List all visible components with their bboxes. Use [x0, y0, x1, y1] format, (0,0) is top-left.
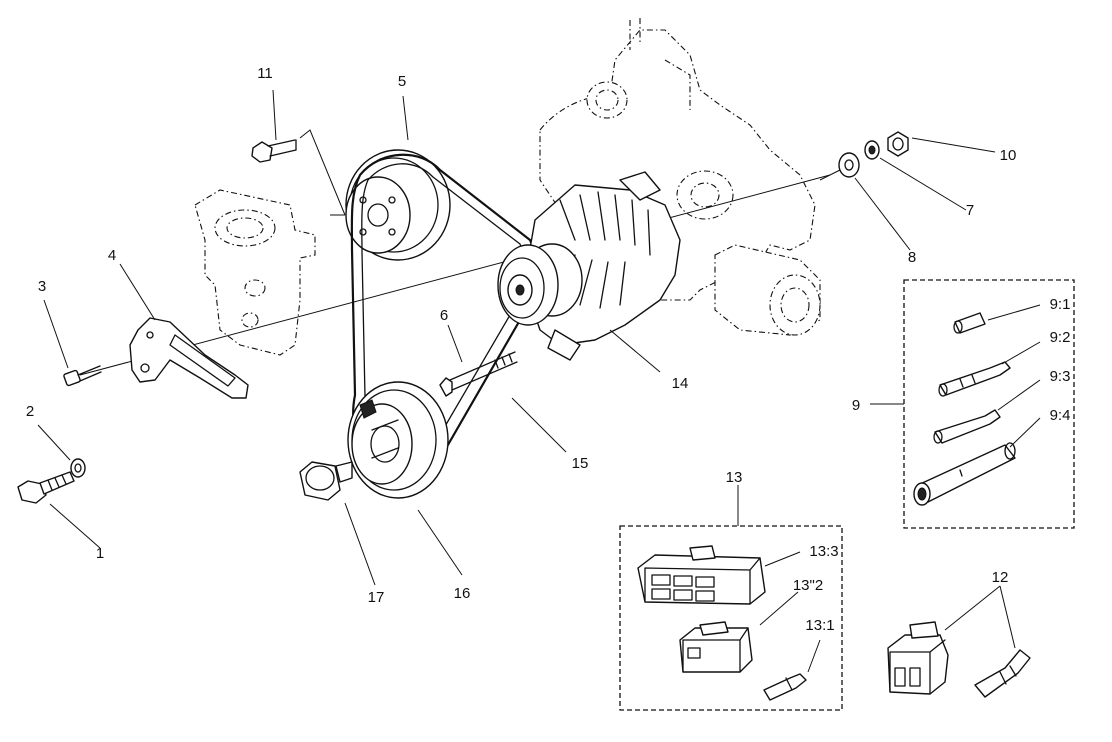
- label-9: 9: [852, 397, 860, 414]
- bolt-11-axis-line: [299, 129, 346, 216]
- label-1: 1: [96, 545, 104, 562]
- label-16: 16: [454, 585, 471, 602]
- washer-2: [70, 458, 86, 478]
- label-3: 3: [38, 278, 46, 295]
- label-6: 6: [440, 307, 448, 324]
- label-12: 12: [992, 569, 1009, 586]
- label-13-2: 13"2: [793, 577, 823, 594]
- label-13-3: 13:3: [809, 543, 838, 560]
- label-10: 10: [1000, 147, 1017, 164]
- connector-13-3: [637, 545, 766, 605]
- label-13: 13: [726, 469, 743, 486]
- flat-washer-8: [838, 152, 860, 178]
- oil-filter-phantom: [714, 244, 821, 336]
- label-9-4: 9:4: [1050, 407, 1071, 424]
- label-14: 14: [672, 375, 689, 392]
- spring-washer-7: [864, 140, 880, 160]
- label-17: 17: [368, 589, 385, 606]
- label-9-3: 9:3: [1050, 368, 1071, 385]
- bolt-11: [251, 139, 297, 163]
- label-13-1: 13:1: [805, 617, 834, 634]
- assembly-axis-line: [79, 174, 831, 376]
- nut-10: [887, 131, 909, 157]
- label-9-2: 9:2: [1050, 329, 1071, 346]
- sleeve-9-4: [913, 442, 1016, 506]
- long-bolt: [439, 351, 518, 397]
- label-4: 4: [108, 247, 116, 264]
- label-7: 7: [966, 202, 974, 219]
- kit-13-box: [619, 525, 843, 711]
- leader-lines: [37, 89, 1041, 673]
- label-5: 5: [398, 73, 406, 90]
- alternator: [497, 171, 681, 361]
- water-pump-housing-phantom: [194, 189, 316, 356]
- connector-12: [887, 621, 949, 695]
- terminal-9-2: [938, 361, 1011, 397]
- label-11: 11: [257, 65, 273, 82]
- bolt-1: [17, 471, 75, 504]
- connector-13-2: [679, 621, 753, 673]
- crank-bolt: [299, 461, 353, 501]
- bolt-3: [63, 365, 102, 387]
- label-9-1: 9:1: [1050, 296, 1071, 313]
- label-2: 2: [26, 403, 34, 420]
- label-15: 15: [572, 455, 589, 472]
- terminal-9-3: [933, 409, 1001, 444]
- crankshaft-pulley: [347, 381, 449, 499]
- adjusting-bracket: [129, 317, 249, 399]
- terminal-12: [974, 649, 1031, 698]
- terminal-9-1: [953, 312, 986, 334]
- terminal-13-1: [763, 673, 807, 701]
- label-8: 8: [908, 249, 916, 266]
